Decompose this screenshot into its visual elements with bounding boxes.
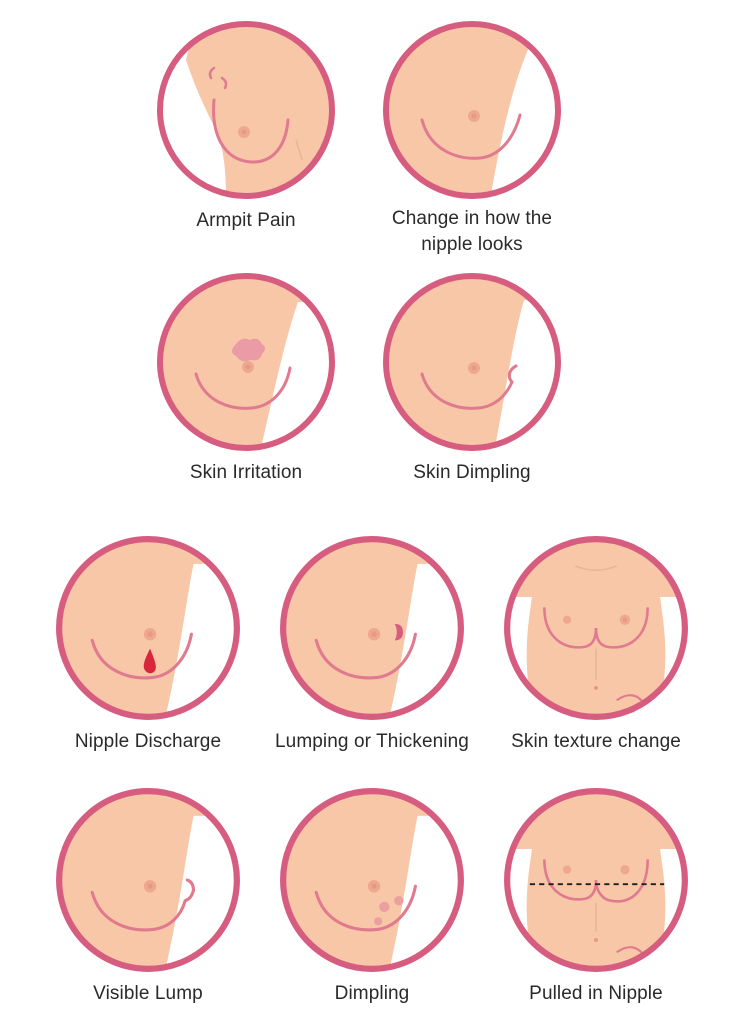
symptom-lumping: Lumping or Thickening bbox=[262, 535, 482, 755]
symptom-label: Skin Dimpling bbox=[413, 462, 531, 483]
symptom-label: Lumping or Thickening bbox=[275, 731, 469, 752]
visible-lump-icon bbox=[56, 788, 240, 972]
symptom-texture: Skin texture change bbox=[486, 535, 706, 755]
symptom-pulled-nipple: Pulled in Nipple bbox=[486, 787, 706, 1007]
symptom-label: Pulled in Nipple bbox=[529, 983, 663, 1004]
symptom-label: Dimpling bbox=[334, 983, 410, 1004]
nipple-change-icon bbox=[383, 21, 561, 199]
symptom-skin-dimpling: Skin Dimpling bbox=[362, 272, 582, 486]
symptom-armpit-pain: Armpit Pain bbox=[136, 20, 356, 234]
symptom-label: Change in how the nipple looks bbox=[391, 208, 553, 255]
skin-texture-icon bbox=[504, 536, 688, 720]
symptom-label: Visible Lump bbox=[93, 983, 203, 1004]
symptom-label: Skin texture change bbox=[511, 731, 681, 752]
symptom-label: Skin Irritation bbox=[189, 462, 303, 483]
skin-dimpling-icon bbox=[383, 273, 561, 451]
symptom-label: Armpit Pain bbox=[196, 210, 296, 231]
symptom-nipple-look: Change in how the nipple looks bbox=[362, 20, 582, 258]
symptom-skin-irritation: Skin Irritation bbox=[136, 272, 356, 486]
armpit-pain-icon bbox=[157, 21, 335, 199]
symptom-label: Nipple Discharge bbox=[74, 731, 222, 752]
skin-irritation-icon bbox=[157, 273, 335, 451]
symptom-visible-lump: Visible Lump bbox=[38, 787, 258, 1007]
symptom-nipple-discharge: Nipple Discharge bbox=[38, 535, 258, 755]
symptom-dimpling: Dimpling bbox=[262, 787, 482, 1007]
lump-thickening-icon bbox=[280, 536, 464, 720]
dimpling-icon bbox=[280, 788, 464, 972]
pulled-nipple-icon bbox=[504, 788, 688, 972]
nipple-discharge-icon bbox=[56, 536, 240, 720]
